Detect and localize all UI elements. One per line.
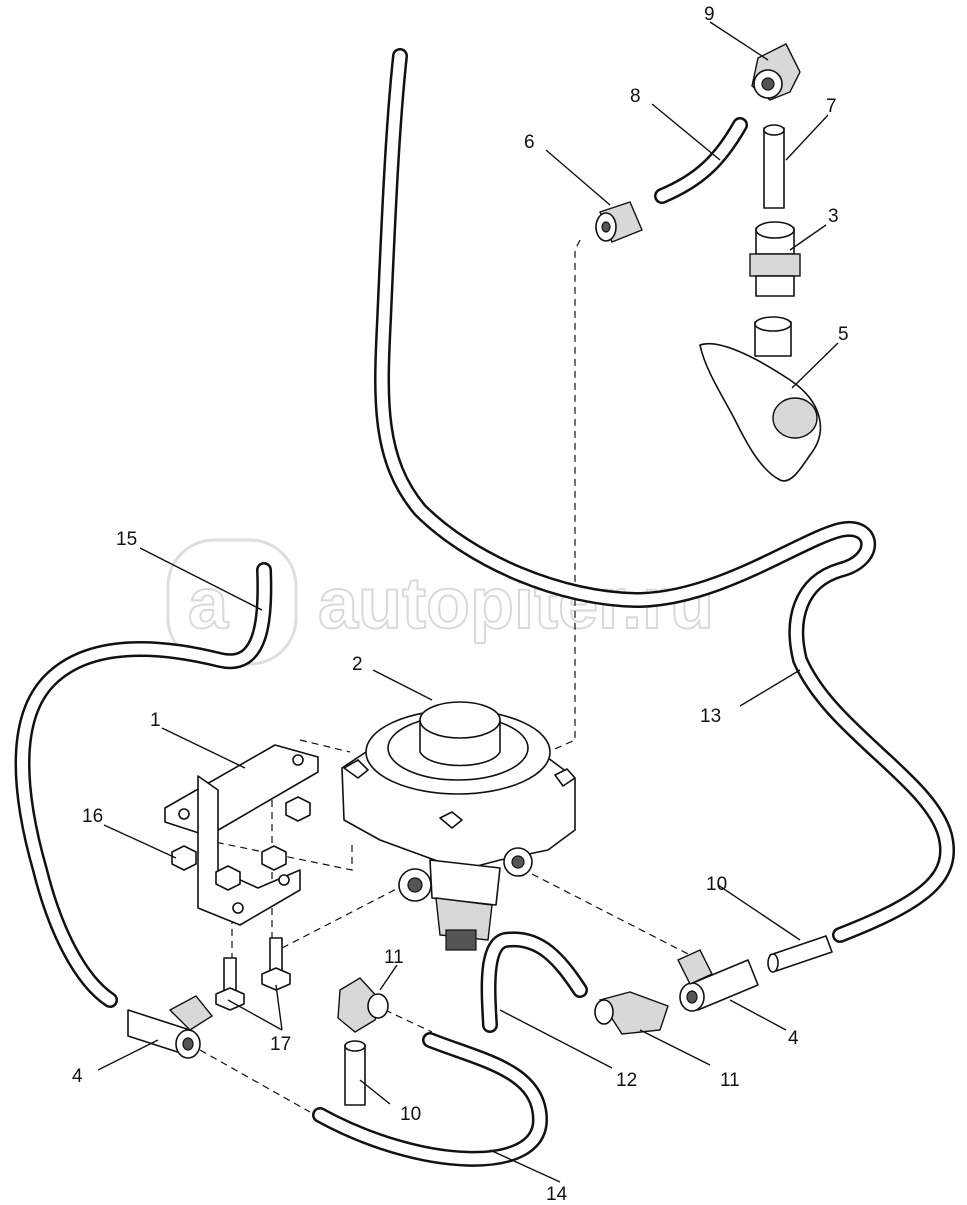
elbow-11-right xyxy=(594,991,669,1035)
callout-2: 2 xyxy=(352,654,363,675)
leader-lines xyxy=(97,21,839,1183)
valve-2 xyxy=(341,701,576,951)
callout-10-right: 10 xyxy=(706,874,727,895)
tube-7 xyxy=(763,124,785,209)
hose-12 xyxy=(480,931,588,1033)
elbow-11-left xyxy=(337,977,389,1033)
callout-9: 9 xyxy=(704,4,715,25)
callout-3: 3 xyxy=(828,206,839,227)
callout-13: 13 xyxy=(700,706,721,727)
hose-15 xyxy=(14,562,273,1008)
callout-11-right: 11 xyxy=(720,1070,740,1091)
hose-8 xyxy=(654,117,748,204)
callout-6: 6 xyxy=(524,132,535,153)
coupling-3 xyxy=(749,221,801,297)
tee-4-left xyxy=(127,995,214,1059)
hose-13 xyxy=(374,48,956,943)
callout-17: 17 xyxy=(270,1034,291,1055)
callout-4-left: 4 xyxy=(72,1066,83,1087)
bolts-17 xyxy=(215,937,291,1011)
gladhand-5 xyxy=(699,316,822,482)
tee-4-right xyxy=(677,949,759,1012)
nuts-16 xyxy=(171,796,311,891)
hose-14 xyxy=(312,1032,548,1167)
callout-10-left: 10 xyxy=(400,1104,421,1125)
callout-16: 16 xyxy=(82,806,103,827)
callout-8: 8 xyxy=(630,86,641,107)
callout-14: 14 xyxy=(546,1184,568,1205)
assembly-dashed-lines xyxy=(199,239,691,1113)
tube-10-right xyxy=(767,935,833,973)
callout-labels: 1 2 3 4 4 5 6 7 8 9 10 10 11 11 12 13 14… xyxy=(72,4,849,1205)
callout-5: 5 xyxy=(838,324,849,345)
connector-6 xyxy=(595,201,643,243)
elbow-fitting-9 xyxy=(751,43,801,101)
watermark-logo: a xyxy=(188,564,229,644)
bracket-1 xyxy=(164,744,319,926)
callout-7: 7 xyxy=(826,96,837,117)
callout-15: 15 xyxy=(116,529,137,550)
tube-10-left xyxy=(344,1040,366,1106)
callout-4-right: 4 xyxy=(788,1028,799,1049)
callout-11-left: 11 xyxy=(384,947,404,968)
callout-12: 12 xyxy=(616,1070,637,1091)
callout-1: 1 xyxy=(150,710,161,731)
